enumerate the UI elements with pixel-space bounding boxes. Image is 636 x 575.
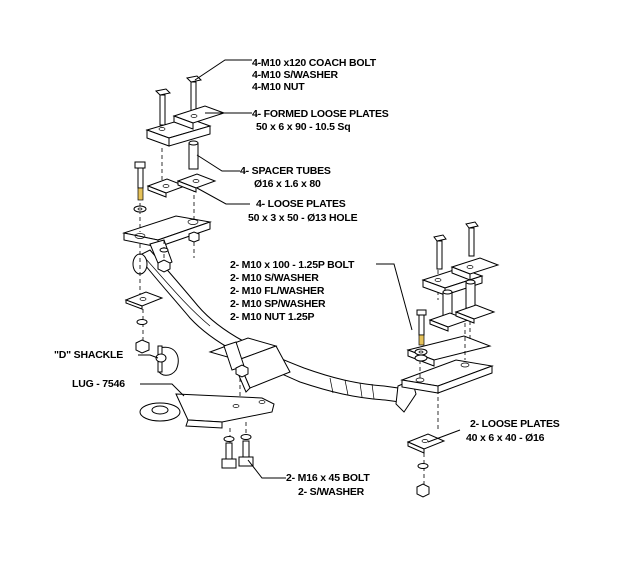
left-nut-lower xyxy=(157,259,171,273)
label-m10-bolt-line3: 2- M10 FL/WASHER xyxy=(230,285,325,297)
label-m16-bolt-line2: 2- S/WASHER xyxy=(298,486,365,498)
label-m10-100-bolt: 2- M10 x 100 - 1.25P BOLT 2- M10 S/WASHE… xyxy=(230,259,355,323)
m16-bolts xyxy=(221,434,254,469)
label-loose-plates-4-line1: 4- LOOSE PLATES xyxy=(256,198,346,210)
label-coach-bolt-line3: 4-M10 NUT xyxy=(252,81,305,93)
label-lug: LUG - 7546 xyxy=(72,378,125,390)
left-lower-plate xyxy=(124,291,164,310)
label-m10-bolt-line4: 2- M10 SP/WASHER xyxy=(230,298,326,310)
label-spacer-tubes: 4- SPACER TUBES Ø16 x 1.6 x 80 xyxy=(240,165,331,190)
label-d-shackle: "D" SHACKLE xyxy=(54,349,123,361)
label-coach-bolt-line1: 4-M10 x120 COACH BOLT xyxy=(252,57,377,69)
left-spacer-tubes xyxy=(161,140,199,180)
label-loose-plates-2-line1: 2- LOOSE PLATES xyxy=(470,418,560,430)
label-m10-bolt-line5: 2- M10 NUT 1.25P xyxy=(230,311,315,323)
leader-lines xyxy=(138,59,461,479)
label-formed-plates-line2: 50 x 6 x 90 - 10.5 Sq xyxy=(256,121,350,133)
right-lower-nut xyxy=(416,483,430,498)
right-lower-washer xyxy=(417,463,429,469)
left-extra-nut xyxy=(188,231,200,243)
label-coach-bolt-line2: 4-M10 S/WASHER xyxy=(252,69,339,81)
right-m10-bolt xyxy=(414,309,428,362)
centre-hitch-bracket xyxy=(208,337,291,393)
label-spacer-tubes-line2: Ø16 x 1.6 x 80 xyxy=(254,178,321,190)
label-m16-bolt-line1: 2- M16 x 45 BOLT xyxy=(286,472,370,484)
label-m10-bolt-line1: 2- M10 x 100 - 1.25P BOLT xyxy=(230,259,355,271)
d-shackle-icon xyxy=(155,345,179,376)
right-coach-bolts xyxy=(433,221,479,270)
label-loose-plates-4: 4- LOOSE PLATES 50 x 3 x 50 - Ø13 HOLE xyxy=(248,198,358,224)
label-m16-bolt: 2- M16 x 45 BOLT 2- S/WASHER xyxy=(286,472,371,498)
tow-lug xyxy=(139,393,275,429)
label-coach-bolt: 4-M10 x120 COACH BOLT 4-M10 S/WASHER 4-M… xyxy=(252,57,377,93)
label-loose-plates-2-line2: 40 x 6 x 40 - Ø16 xyxy=(466,432,545,444)
right-formed-plates xyxy=(421,257,500,296)
left-upper-bolt xyxy=(134,161,146,201)
label-loose-plates-2: 2- LOOSE PLATES 40 x 6 x 40 - Ø16 xyxy=(466,418,560,444)
left-loose-plates xyxy=(146,173,217,198)
right-lower-plate xyxy=(406,433,446,454)
label-spacer-tubes-line1: 4- SPACER TUBES xyxy=(240,165,331,177)
right-loose-plates xyxy=(428,304,496,332)
label-formed-plates-line1: 4- FORMED LOOSE PLATES xyxy=(252,108,389,120)
left-coach-bolts xyxy=(154,75,203,126)
centre-nut xyxy=(235,364,249,378)
label-formed-plates: 4- FORMED LOOSE PLATES 50 x 6 x 90 - 10.… xyxy=(252,108,389,133)
right-bracket xyxy=(400,335,494,394)
left-lower-washer xyxy=(136,319,148,325)
label-m10-bolt-line2: 2- M10 S/WASHER xyxy=(230,272,319,284)
left-bracket xyxy=(122,215,212,269)
left-upper-washer xyxy=(133,205,147,213)
left-formed-plates xyxy=(145,105,226,147)
label-loose-plates-4-line2: 50 x 3 x 50 - Ø13 HOLE xyxy=(248,212,358,224)
left-lower-nut xyxy=(135,339,150,354)
